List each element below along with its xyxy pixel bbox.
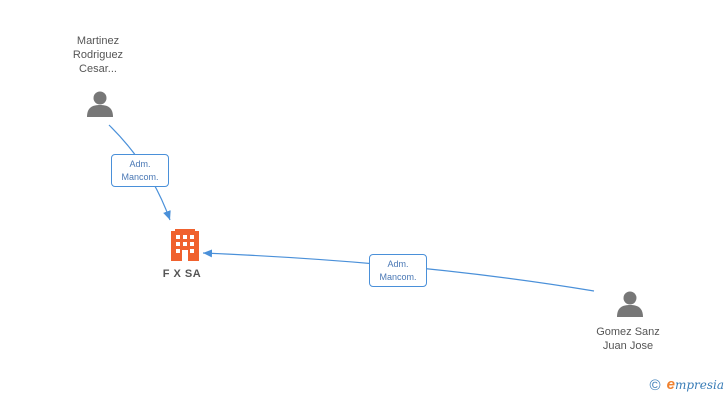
person-name-label[interactable]: Martinez Rodriguez Cesar... <box>72 35 124 75</box>
role-line-1: Adm. <box>129 159 151 169</box>
relation-role-box[interactable]: Adm. Mancom. <box>369 254 427 287</box>
role-line-2: Mancom. <box>121 172 159 182</box>
building-icon[interactable] <box>171 229 199 261</box>
brand-name: mpresia <box>674 378 724 392</box>
role-line-1: Adm. <box>387 259 409 269</box>
person-name-label[interactable]: Gomez Sanz Juan Jose <box>596 326 660 352</box>
brand-logo: © empresia <box>650 376 724 394</box>
person-icon[interactable] <box>617 291 643 318</box>
person-icon[interactable] <box>87 91 113 118</box>
copyright-icon: © <box>649 377 661 394</box>
relation-role-box[interactable]: Adm. Mancom. <box>111 154 169 187</box>
brand-initial: e <box>666 376 675 393</box>
company-name-label[interactable]: F X SA <box>162 268 202 280</box>
role-line-2: Mancom. <box>379 272 417 282</box>
